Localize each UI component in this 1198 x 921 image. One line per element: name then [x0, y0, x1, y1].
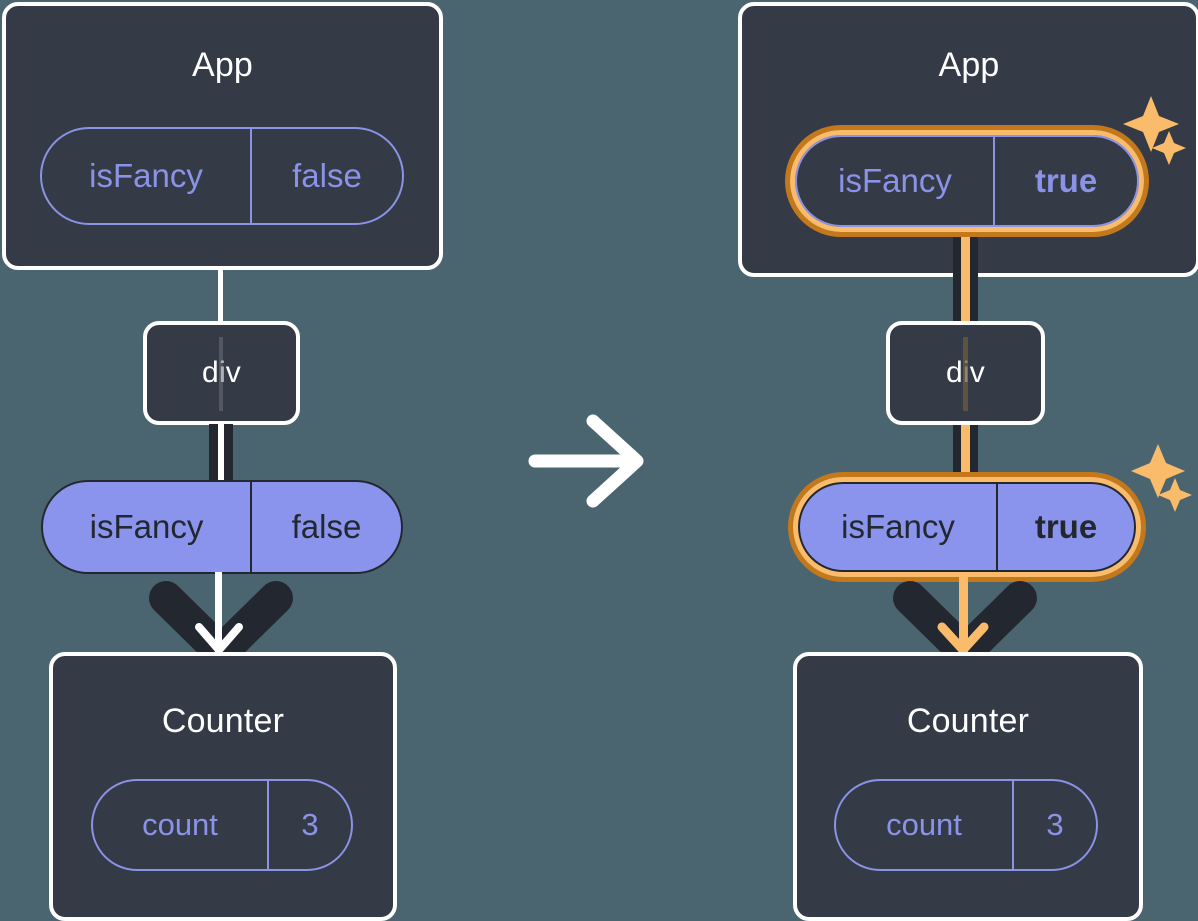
- counter-title-after: Counter: [906, 702, 1030, 740]
- app-state-value-before: false: [250, 129, 402, 223]
- prop-pill-before: isFancy false: [41, 480, 403, 574]
- prop-key-after: isFancy: [841, 508, 955, 545]
- connector-through-div-before: [219, 337, 223, 411]
- app-title-after: App: [938, 46, 1000, 84]
- connector-app-to-div-before: [218, 268, 223, 322]
- counter-state-value-after: 3: [1012, 781, 1096, 869]
- connector-through-div-after: [963, 337, 968, 411]
- app-state-key-after: isFancy: [838, 162, 952, 199]
- app-title-before: App: [191, 46, 254, 84]
- prop-value-before: false: [250, 482, 401, 572]
- counter-state-key-after: count: [886, 807, 962, 842]
- counter-state-pill-after: count 3: [834, 779, 1098, 871]
- app-state-key-before: isFancy: [89, 157, 203, 194]
- app-state-pill-before: isFancy false: [40, 127, 404, 225]
- counter-state-key-before: count: [142, 807, 218, 842]
- counter-title-before: Counter: [161, 702, 285, 740]
- prop-key-before: isFancy: [89, 508, 204, 545]
- app-state-pill-after: isFancy true: [795, 135, 1139, 227]
- counter-state-value-before: 3: [267, 781, 351, 869]
- connector-div-to-prop-stripe-before: [218, 424, 224, 486]
- prop-value-after: true: [996, 484, 1134, 570]
- app-state-value-after: true: [993, 137, 1137, 225]
- sparkle-large-icon: [1131, 444, 1185, 498]
- counter-state-pill-before: count 3: [91, 779, 353, 871]
- sparkle-small-icon: [1158, 478, 1192, 512]
- prop-pill-after: isFancy true: [798, 482, 1136, 572]
